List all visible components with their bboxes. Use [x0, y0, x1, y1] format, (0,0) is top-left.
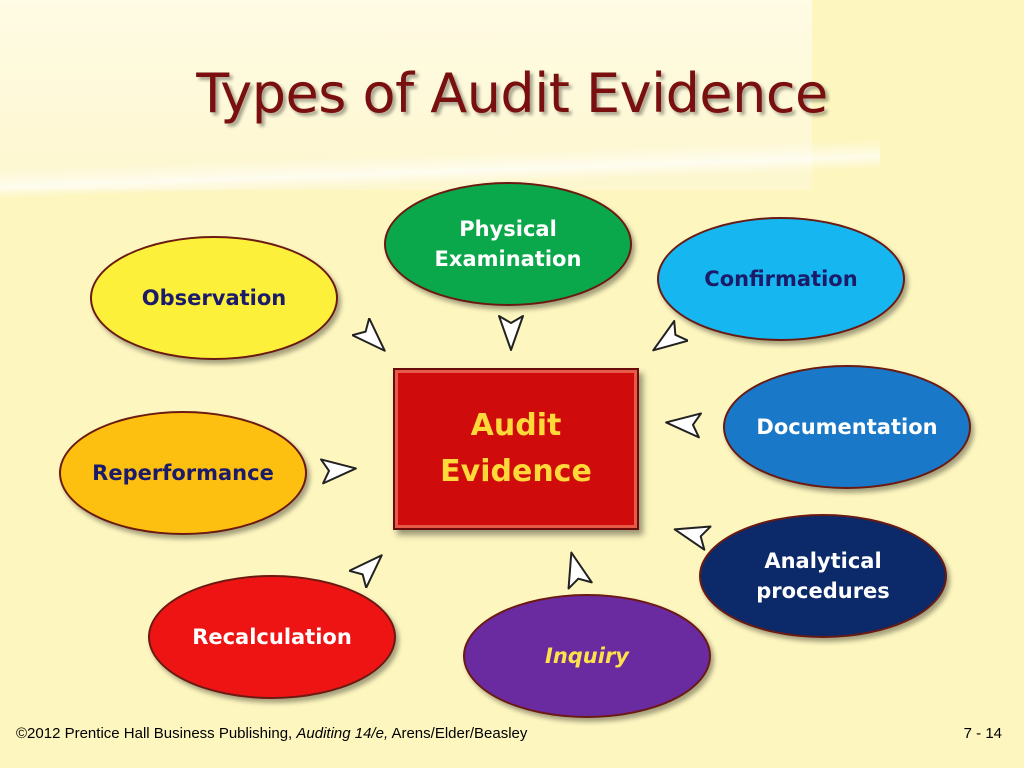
footer-book-title: Auditing 14/e, — [296, 725, 389, 742]
node-confirmation: Confirmation — [657, 217, 905, 341]
arrow-icon — [652, 320, 688, 352]
arrow-icon — [349, 554, 383, 588]
arrow-icon — [498, 315, 524, 351]
node-label: procedures — [756, 579, 890, 603]
node-documentation: Documentation — [723, 365, 971, 489]
footer-prefix: ©2012 Prentice Hall Business Publishing, — [16, 725, 297, 742]
node-inquiry: Inquiry — [463, 594, 711, 718]
node-label: Observation — [141, 286, 287, 310]
node-label: Examination — [434, 247, 582, 271]
node-label: Inquiry — [545, 644, 629, 668]
node-analytical-procedures: Analytical procedures — [699, 514, 947, 638]
arrow-icon — [673, 525, 712, 551]
arrow-icon — [665, 412, 702, 439]
center-audit-evidence: Audit Evidence — [393, 368, 639, 530]
arrow-icon — [320, 458, 357, 485]
center-label-line1: Audit — [470, 408, 562, 443]
node-reperformance: Reperformance — [59, 411, 307, 535]
node-physical-examination: Physical Examination — [384, 182, 632, 306]
node-label: Recalculation — [192, 625, 352, 649]
footer-copyright: ©2012 Prentice Hall Business Publishing,… — [16, 725, 527, 742]
page-number: 7 - 14 — [963, 725, 1002, 742]
node-recalculation: Recalculation — [148, 575, 396, 699]
node-label: Documentation — [756, 415, 938, 439]
footer-authors: Arens/Elder/Beasley — [388, 725, 528, 742]
arrow-icon — [567, 551, 593, 590]
node-label: Confirmation — [704, 267, 858, 291]
center-label-line2: Evidence — [440, 454, 592, 489]
node-observation: Observation — [90, 236, 338, 360]
node-label: Physical — [459, 217, 557, 241]
node-label: Analytical — [764, 549, 882, 573]
slide-title: Types of Audit Evidence — [196, 62, 828, 125]
node-label: Reperformance — [92, 461, 274, 485]
arrow-icon — [352, 318, 386, 352]
